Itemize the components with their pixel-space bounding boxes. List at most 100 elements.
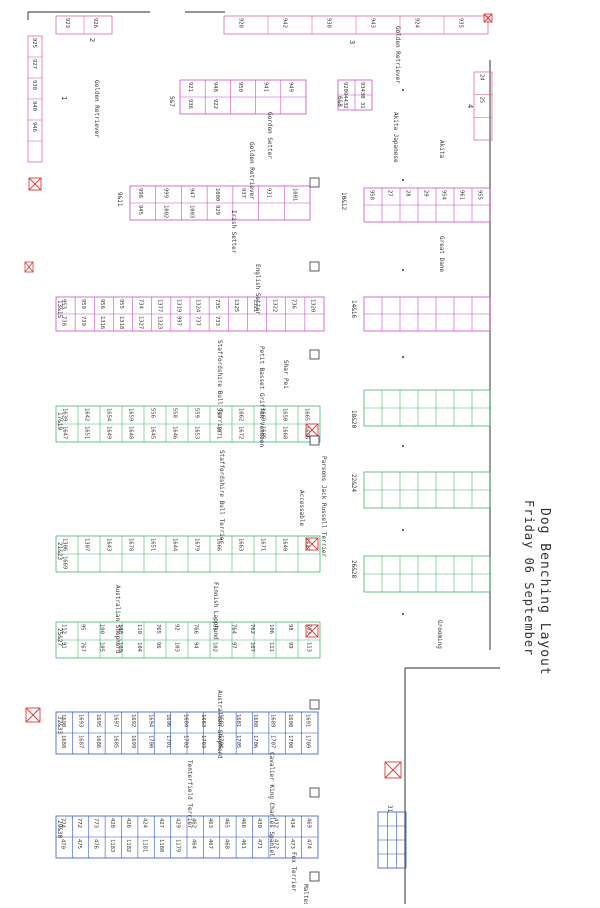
bench-number: 95 bbox=[79, 624, 85, 631]
bench-number: 473 bbox=[289, 839, 295, 849]
bench-number: 947 bbox=[188, 188, 194, 198]
bench-number: 463 bbox=[207, 818, 213, 828]
bench-number: 772 bbox=[76, 818, 82, 828]
bench-number: 1692 bbox=[130, 714, 136, 727]
bench-number: 1679 bbox=[194, 538, 200, 551]
row-label: 6&8 bbox=[336, 96, 343, 107]
bench-number: 472 bbox=[273, 839, 279, 849]
small-box bbox=[309, 435, 320, 446]
bench-number: 462 bbox=[191, 818, 197, 828]
breed-label: Parsons Jack Russell Terrier bbox=[320, 456, 327, 558]
bench-number: 461 bbox=[240, 839, 246, 849]
bench-number: 1306 bbox=[62, 538, 68, 551]
grooming-cross-top bbox=[483, 13, 493, 23]
bench-number: 774 bbox=[60, 818, 66, 829]
bench-number: 107 bbox=[249, 642, 255, 652]
bench-number: 99 bbox=[287, 642, 293, 649]
bench-number: 1179 bbox=[174, 839, 180, 852]
bench-number: 941 bbox=[262, 82, 268, 92]
breed-label: Tenterfield Terrier bbox=[186, 760, 193, 829]
bench-number: 922 bbox=[212, 99, 218, 109]
bench-number: 424 bbox=[142, 818, 148, 829]
bench-number: 471 bbox=[256, 839, 262, 849]
bench-number: 102 bbox=[211, 642, 217, 652]
bench-number: 733 bbox=[214, 316, 220, 326]
bench-number: 950 bbox=[237, 82, 243, 92]
bench-number: 474 bbox=[305, 839, 311, 850]
bench-number: 1662 bbox=[238, 408, 244, 421]
ring-label-3: 3 bbox=[348, 40, 356, 44]
red-cross-left bbox=[28, 177, 42, 191]
red-cross-g3 bbox=[305, 624, 319, 638]
bench-number: 955 bbox=[118, 299, 124, 309]
aisle-marker bbox=[402, 179, 404, 181]
bench-number: 1640 bbox=[282, 538, 288, 551]
bench-number: 1663 bbox=[238, 538, 244, 551]
bench-number: 1704 bbox=[217, 735, 223, 749]
bench-number: 924 bbox=[413, 18, 419, 29]
red-cross-g3-cross bbox=[305, 624, 319, 638]
bench-number: 948 bbox=[212, 82, 218, 92]
bench-number: 927 bbox=[31, 59, 37, 69]
bench-number: 465 bbox=[223, 818, 229, 828]
red-cross-right bbox=[384, 761, 402, 779]
breed-label: Shar Pei bbox=[282, 360, 289, 389]
bench-number: 1695 bbox=[95, 714, 101, 727]
bench-number: 113 bbox=[306, 642, 312, 652]
aisle-marker bbox=[402, 356, 404, 358]
bench-number: 1656 bbox=[304, 426, 310, 439]
bench-number: 1696 bbox=[165, 714, 171, 727]
aisle-marker bbox=[402, 613, 404, 615]
bench-number: 1660 bbox=[260, 408, 266, 421]
bench-number: 476 bbox=[92, 839, 98, 849]
bench-number: 105 bbox=[98, 642, 104, 652]
row-label: 17&19 bbox=[56, 412, 63, 430]
bench-number: 429 bbox=[174, 818, 180, 828]
bench-number: 1647 bbox=[62, 426, 68, 439]
bench-number: 1706 bbox=[252, 735, 258, 748]
breed-label: Golden Retriever bbox=[248, 142, 255, 200]
bench-number: 1694 bbox=[147, 714, 153, 728]
bench-number: 773 bbox=[92, 818, 98, 828]
bench-number: 923 bbox=[64, 18, 70, 28]
bench-number: 1319 bbox=[176, 299, 182, 312]
bench-number: 112 bbox=[61, 624, 67, 634]
red-cross-g2-cross bbox=[305, 537, 319, 551]
bench-number: 428 bbox=[109, 818, 115, 828]
bench-number: 735 bbox=[214, 299, 220, 309]
bench-number: 466 bbox=[240, 818, 246, 828]
bench-number: 556 bbox=[150, 408, 156, 418]
bench-number: 928 bbox=[237, 18, 243, 28]
bench-number: 766 bbox=[193, 624, 199, 634]
red-cross-g2 bbox=[305, 537, 319, 551]
bench-number: 1697 bbox=[113, 714, 119, 727]
bench-number: 468 bbox=[223, 839, 229, 849]
bench-number: 1681 bbox=[235, 714, 241, 727]
bench-number: 106 bbox=[268, 624, 274, 634]
row-label: 10&12 bbox=[340, 192, 347, 210]
bench-number: 426 bbox=[125, 818, 131, 828]
bench-number: 1646 bbox=[172, 426, 178, 439]
bench-number: 32 bbox=[342, 102, 348, 109]
bench-number: 1671 bbox=[260, 538, 266, 551]
bench-number: 427 bbox=[158, 818, 164, 828]
small-box bbox=[309, 349, 320, 360]
row-label: 31 bbox=[386, 805, 393, 813]
row-label: 29&30 bbox=[56, 820, 63, 838]
small-box bbox=[309, 177, 320, 188]
small-box bbox=[309, 787, 320, 798]
bench-number: 934 bbox=[359, 82, 365, 93]
row-label: 25&27 bbox=[56, 628, 63, 646]
bench-number: 737 bbox=[195, 316, 201, 326]
row-label: 21&23 bbox=[56, 542, 63, 560]
bench-number: 31 bbox=[359, 102, 365, 109]
ring-label-4: 4 bbox=[466, 104, 474, 108]
bench-number: 738 bbox=[61, 316, 67, 326]
bench-number: 470 bbox=[60, 839, 66, 849]
bench-number: 1682 bbox=[217, 714, 223, 727]
bench-number: 734 bbox=[137, 299, 143, 310]
bench-number: 25 bbox=[478, 97, 484, 104]
accessable-label: Accessable bbox=[298, 490, 305, 527]
bench-number: 763 bbox=[306, 624, 312, 634]
